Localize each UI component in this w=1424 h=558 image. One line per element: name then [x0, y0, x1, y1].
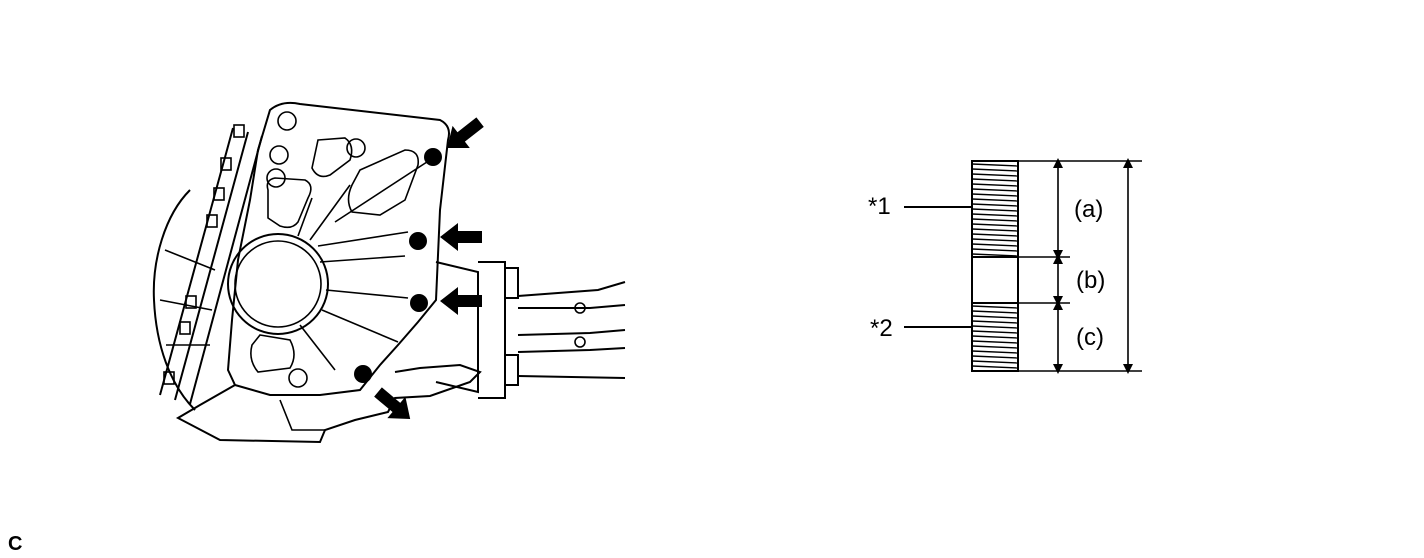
thread-line	[971, 168, 1019, 172]
thread-line	[971, 310, 1019, 314]
thread-line	[971, 233, 1019, 237]
carrier-housing	[152, 101, 626, 444]
thread-line	[971, 330, 1019, 334]
thread-line	[971, 193, 1019, 197]
thread-line	[971, 188, 1019, 192]
thread-line	[971, 248, 1019, 252]
stud-thread-bottom	[971, 305, 1019, 369]
thread-line	[971, 340, 1019, 344]
thread-line	[971, 315, 1019, 319]
thread-line	[971, 223, 1019, 227]
thread-line	[971, 350, 1019, 354]
label-part1: *1	[868, 193, 891, 220]
thread-line	[971, 208, 1019, 212]
arrow-icon	[374, 387, 411, 419]
bolt-holes	[354, 148, 442, 383]
thread-line	[971, 238, 1019, 242]
label-dim-b: (b)	[1076, 267, 1105, 294]
filled-circle-icon	[354, 365, 372, 383]
corner-mark: C	[8, 533, 22, 555]
thread-line	[971, 183, 1019, 187]
thread-line	[971, 218, 1019, 222]
label-part2: *2	[870, 315, 893, 342]
label-dim-c: (c)	[1076, 324, 1104, 351]
arrow-icon	[440, 287, 482, 315]
thread-line	[971, 203, 1019, 207]
thread-line	[971, 365, 1019, 369]
filled-circle-icon	[409, 232, 427, 250]
dimension-lines	[1018, 158, 1142, 374]
stud-thread-top	[971, 163, 1019, 257]
thread-line	[971, 213, 1019, 217]
thread-line	[971, 345, 1019, 349]
thread-line	[971, 198, 1019, 202]
thread-line	[971, 253, 1019, 257]
thread-line	[971, 325, 1019, 329]
filled-circle-icon	[424, 148, 442, 166]
filled-circle-icon	[410, 294, 428, 312]
thread-line	[971, 355, 1019, 359]
thread-line	[971, 335, 1019, 339]
thread-line	[971, 360, 1019, 364]
arrow-icon	[447, 117, 484, 148]
thread-line	[971, 163, 1019, 167]
bolt-arrows	[374, 117, 484, 419]
stud-bolt	[971, 160, 1019, 372]
flange-bolt-heads	[163, 124, 245, 385]
thread-line	[971, 178, 1019, 182]
arrow-icon	[440, 223, 482, 251]
label-dim-a: (a)	[1074, 196, 1103, 223]
thread-line	[971, 228, 1019, 232]
thread-line	[971, 320, 1019, 324]
thread-line	[971, 305, 1019, 309]
thread-line	[971, 173, 1019, 177]
thread-line	[971, 243, 1019, 247]
